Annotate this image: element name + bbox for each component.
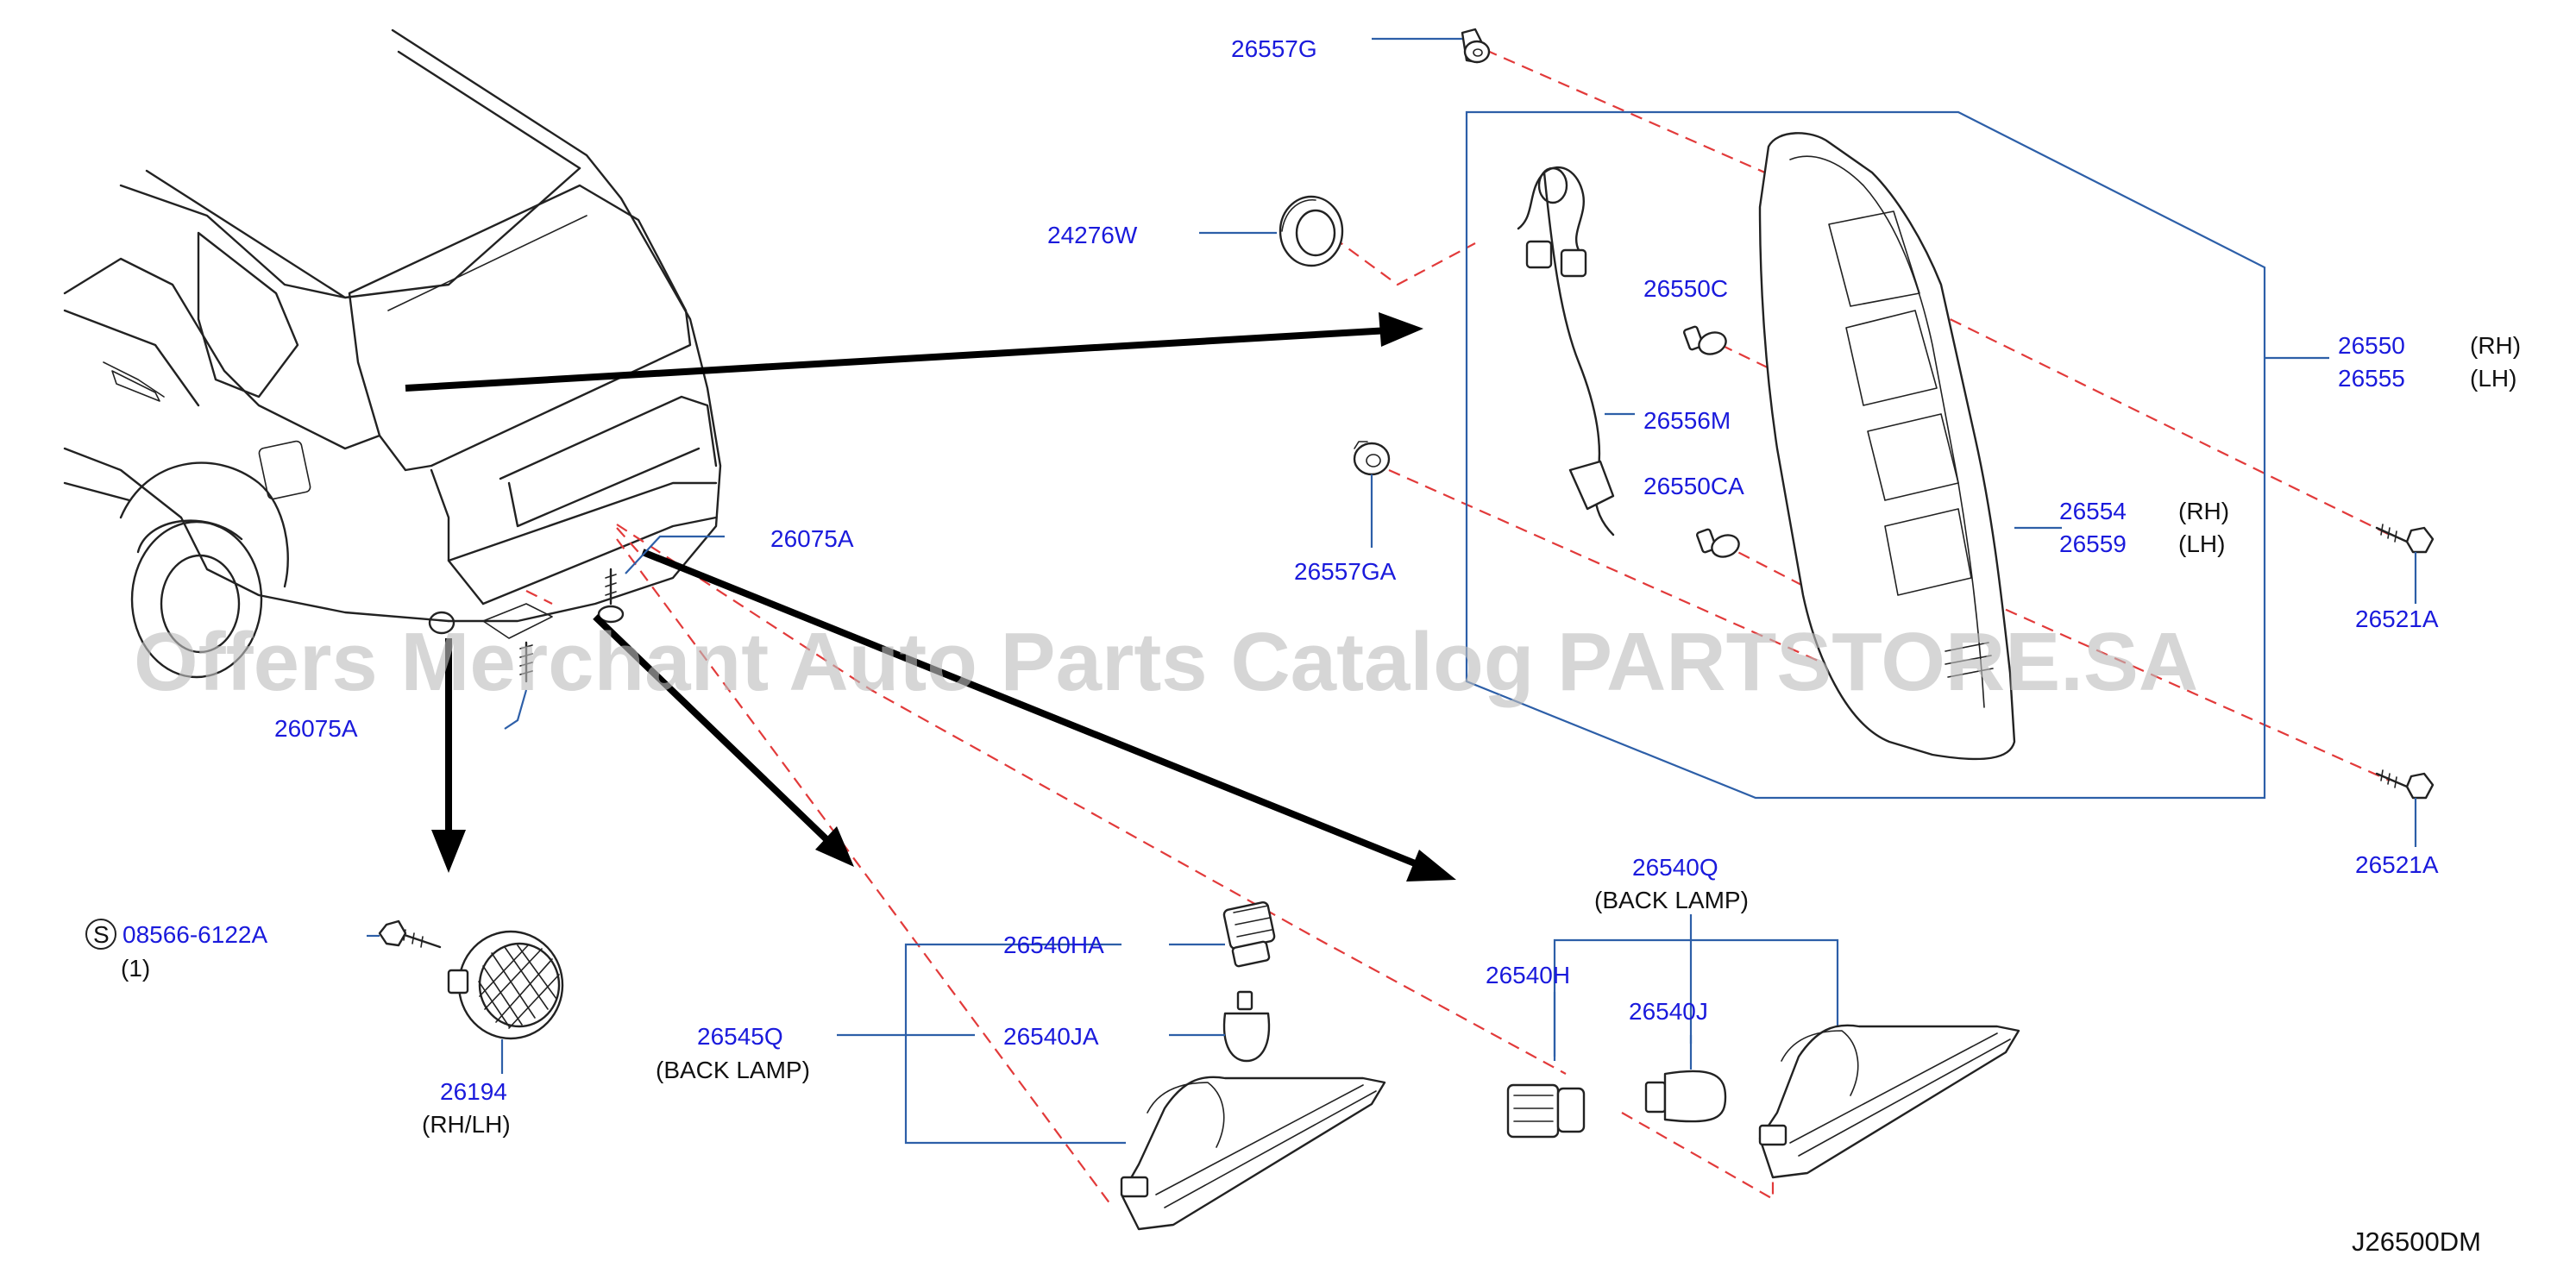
socket-26540HA: [1222, 901, 1276, 968]
label-26554[interactable]: 26554: [2059, 498, 2127, 524]
label-24276W[interactable]: 24276W: [1047, 222, 1138, 248]
part-labels: 26557G 24276W 26550C 26556M 26550CA 2655…: [85, 35, 2521, 1138]
label-26554-side: (RH): [2178, 498, 2229, 524]
label-26557G[interactable]: 26557G: [1231, 35, 1317, 62]
label-26550[interactable]: 26550: [2338, 332, 2405, 359]
label-26555-side: (LH): [2470, 365, 2516, 392]
clip-26557G: [1461, 28, 1491, 64]
rear-combination-lamp-assembly: [1758, 132, 2016, 761]
label-26540Q[interactable]: 26540Q: [1632, 854, 1718, 881]
label-26540J[interactable]: 26540J: [1629, 998, 1708, 1025]
figure-code: J26500DM: [2352, 1227, 2481, 1257]
standard-part-marker: [85, 919, 116, 950]
label-26540HA[interactable]: 26540HA: [1003, 932, 1104, 958]
label-26075A-lower[interactable]: 26075A: [274, 715, 358, 742]
label-26550-side: (RH): [2470, 332, 2521, 359]
back-lamp-housing-left: [1120, 1076, 1386, 1231]
clip-26557GA: [1353, 441, 1391, 476]
label-26559[interactable]: 26559: [2059, 530, 2127, 557]
bolt-26075A-upper: [597, 568, 625, 624]
label-26555[interactable]: 26555: [2338, 365, 2405, 392]
label-26557GA[interactable]: 26557GA: [1294, 558, 1397, 585]
reflector-26194: [447, 930, 564, 1040]
watermark-text: Offers Merchant Auto Parts Catalog PARTS…: [134, 616, 2198, 708]
back-lamp-left-group: [904, 901, 1386, 1231]
screw-26521A-upper: [2375, 524, 2435, 554]
socket-26540H: [1506, 1083, 1586, 1139]
callout-arrows: [405, 312, 1456, 882]
screw-26521A-lower: [2375, 769, 2435, 800]
back-lamp-right-group: [1506, 914, 2020, 1179]
rear-combination-lamp-group: [1353, 110, 2266, 800]
bolt-26075A-lower: [519, 641, 533, 683]
bulb-26540J: [1644, 1070, 1727, 1123]
bulb-26550CA: [1696, 528, 1740, 558]
label-26540JA[interactable]: 26540JA: [1003, 1023, 1099, 1050]
label-26550C[interactable]: 26550C: [1643, 275, 1728, 302]
label-08566-6122A[interactable]: 08566-6122A: [123, 921, 267, 948]
label-26540H[interactable]: 26540H: [1486, 962, 1570, 988]
label-08566-qty: (1): [121, 955, 150, 982]
label-26075A-upper[interactable]: 26075A: [770, 525, 854, 552]
bulb-26550C: [1683, 325, 1727, 355]
label-26521A-upper[interactable]: 26521A: [2355, 605, 2439, 632]
label-26559-side: (LH): [2178, 530, 2225, 557]
label-26194-side: (RH/LH): [422, 1111, 511, 1138]
screw-08566-6122A: [378, 919, 442, 949]
reflector-group: [378, 919, 564, 1040]
label-26521A-lower[interactable]: 26521A: [2355, 851, 2439, 878]
back-lamp-housing-right: [1758, 1024, 2020, 1179]
label-26545Q[interactable]: 26545Q: [697, 1023, 783, 1050]
label-26545Q-note: (BACK LAMP): [656, 1057, 810, 1083]
leader-lines: [367, 37, 2417, 1074]
label-08566-marker: S: [93, 921, 110, 948]
vehicle-rear-illustration: [63, 28, 722, 683]
bulb-26540JA: [1222, 990, 1271, 1063]
grommet-24276W: [1279, 195, 1344, 267]
label-26556M[interactable]: 26556M: [1643, 407, 1731, 434]
label-26540Q-note: (BACK LAMP): [1594, 887, 1749, 913]
lamp-harness-26556M: [1517, 166, 1615, 536]
label-26194[interactable]: 26194: [440, 1078, 507, 1105]
label-26550CA[interactable]: 26550CA: [1643, 473, 1744, 499]
